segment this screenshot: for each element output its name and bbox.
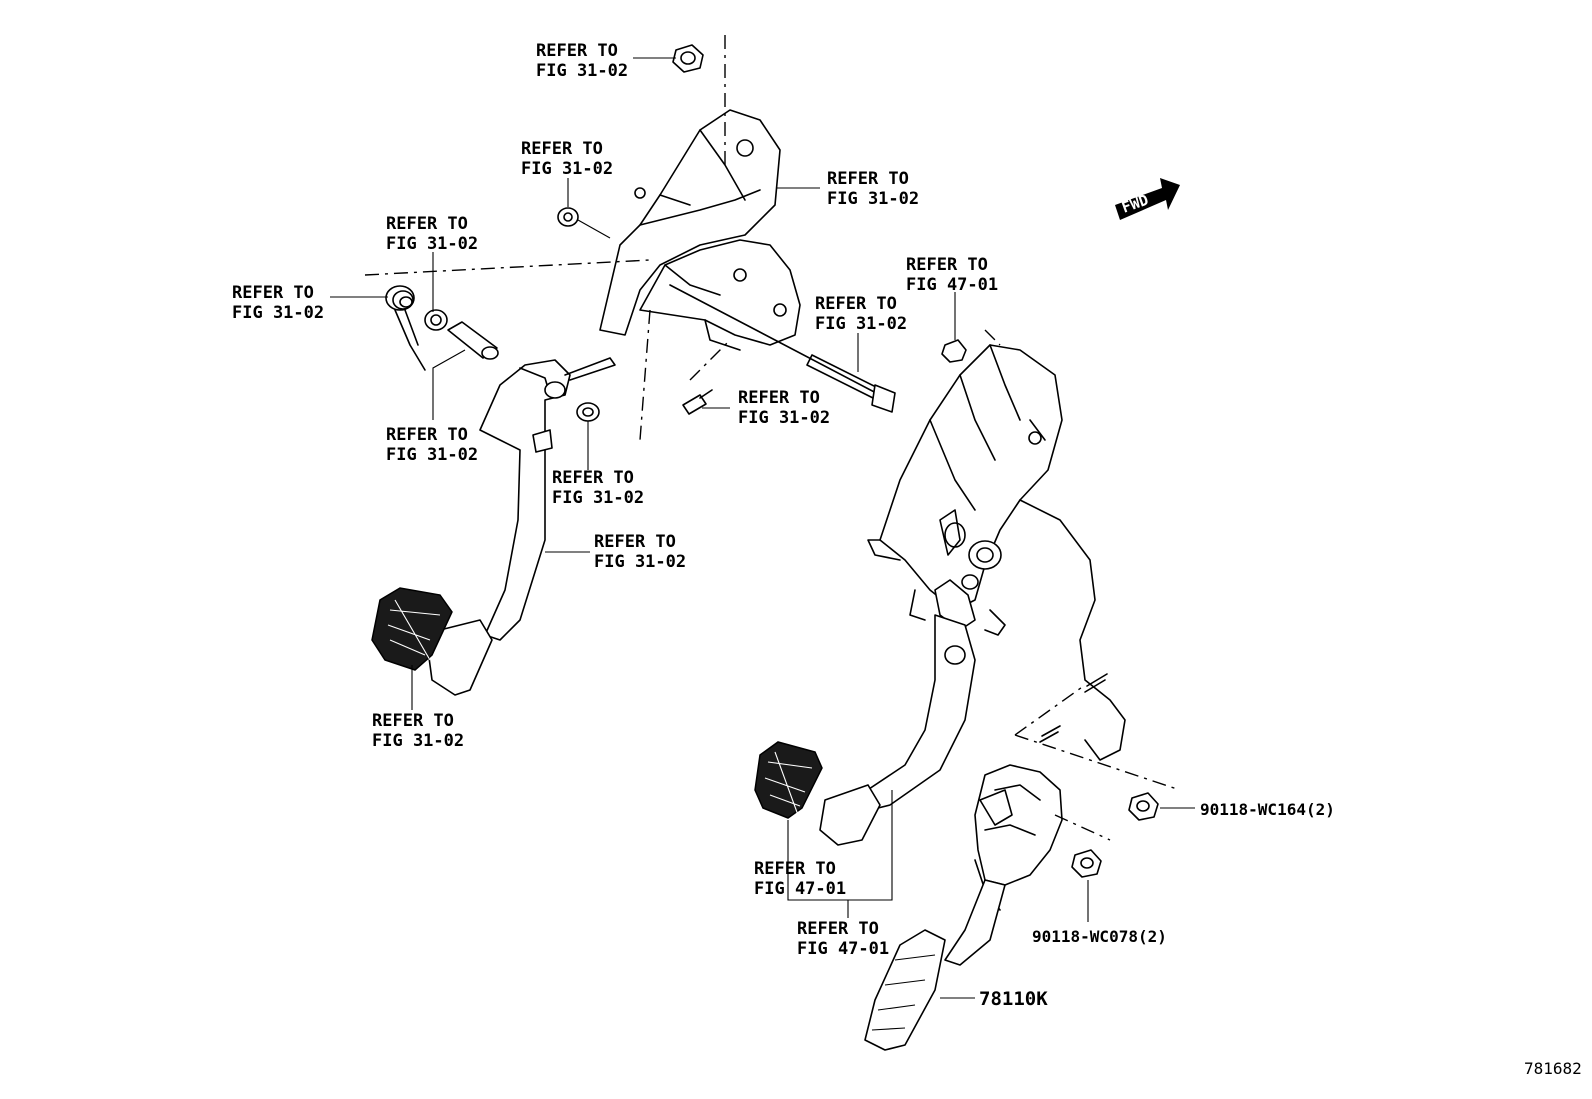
pedal-pad-left xyxy=(371,587,453,671)
label-pedal-rhd-1: REFER TO xyxy=(797,919,879,939)
leaders-right xyxy=(787,292,1195,999)
bushing-right xyxy=(576,402,600,422)
label-washer-2: FIG 31-02 xyxy=(521,159,613,179)
label-pad-rhd-1: REFER TO xyxy=(754,859,836,879)
figure-number: 781682 xyxy=(1524,1059,1582,1078)
small-screw xyxy=(682,389,713,415)
label-nut-rhd-1: REFER TO xyxy=(906,255,988,275)
label-pedal-arm-1: REFER TO xyxy=(594,532,676,552)
pivot-collar xyxy=(447,321,499,360)
label-bushing-right-1: REFER TO xyxy=(552,468,634,488)
label-pin-2: FIG 31-02 xyxy=(386,445,478,465)
label-bracket-right-2: FIG 31-02 xyxy=(827,189,919,209)
brake-pedal-left xyxy=(427,357,616,696)
label-bushing-left-1: REFER TO xyxy=(386,214,468,234)
long-bolt xyxy=(669,284,896,413)
label-bracket-right-1: REFER TO xyxy=(827,169,909,189)
pedal-pad-right xyxy=(754,741,823,819)
bushing-left xyxy=(424,309,448,331)
label-bolt-1: REFER TO xyxy=(815,294,897,314)
upper-bracket-left xyxy=(599,109,801,351)
label-pedal-arm-2: FIG 31-02 xyxy=(594,552,686,572)
label-pad-left-2: FIG 31-02 xyxy=(372,731,464,751)
nut-90118-WC164 xyxy=(1128,792,1159,821)
part-number-78110K: 78110K xyxy=(979,988,1048,1010)
label-pin-1: REFER TO xyxy=(386,425,468,445)
brake-pedal-right xyxy=(819,614,976,846)
fwd-label: FWD xyxy=(1119,191,1151,217)
label-spring-2: FIG 31-02 xyxy=(232,303,324,323)
pedal-bracket-right xyxy=(867,344,1126,761)
label-pad-left-1: REFER TO xyxy=(372,711,454,731)
washer xyxy=(557,207,611,239)
label-bushing-left-2: FIG 31-02 xyxy=(386,234,478,254)
label-nut-top-2: FIG 31-02 xyxy=(536,61,628,81)
nut-90118-WC078 xyxy=(1071,849,1102,878)
label-pad-rhd-2: FIG 47-01 xyxy=(754,879,846,899)
flange-nut-rhd xyxy=(941,339,967,363)
label-washer-1: REFER TO xyxy=(521,139,603,159)
fwd-arrow: FWD xyxy=(1115,178,1180,220)
label-screw-1: REFER TO xyxy=(738,388,820,408)
leaders-left xyxy=(330,57,859,710)
accelerator-pedal xyxy=(864,764,1063,1051)
label-bushing-right-2: FIG 31-02 xyxy=(552,488,644,508)
part-number-90118-WC164: 90118-WC164(2) xyxy=(1200,800,1335,819)
label-nut-rhd-2: FIG 47-01 xyxy=(906,275,998,295)
label-pedal-rhd-2: FIG 47-01 xyxy=(797,939,889,959)
label-spring-1: REFER TO xyxy=(232,283,314,303)
flange-nut-top xyxy=(672,44,704,73)
part-number-90118-WC078: 90118-WC078(2) xyxy=(1032,927,1167,946)
label-screw-2: FIG 31-02 xyxy=(738,408,830,428)
label-nut-top-1: REFER TO xyxy=(536,41,618,61)
label-bolt-2: FIG 31-02 xyxy=(815,314,907,334)
return-spring xyxy=(385,285,426,371)
